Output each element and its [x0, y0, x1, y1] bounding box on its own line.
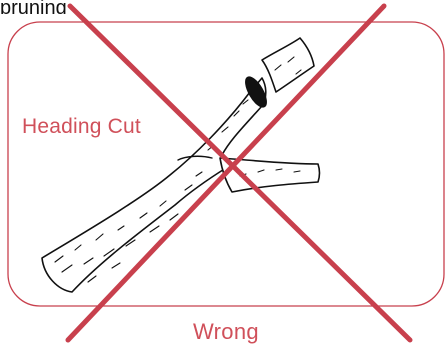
removed-branch-segment [262, 38, 314, 92]
wrong-label: Wrong [193, 319, 259, 345]
cross-stroke-2 [68, 6, 384, 340]
cross-stroke-1 [70, 6, 410, 340]
heading-cut-label: Heading Cut [22, 115, 141, 139]
wrong-cross-mark [68, 6, 410, 340]
branch-illustration [42, 38, 320, 292]
